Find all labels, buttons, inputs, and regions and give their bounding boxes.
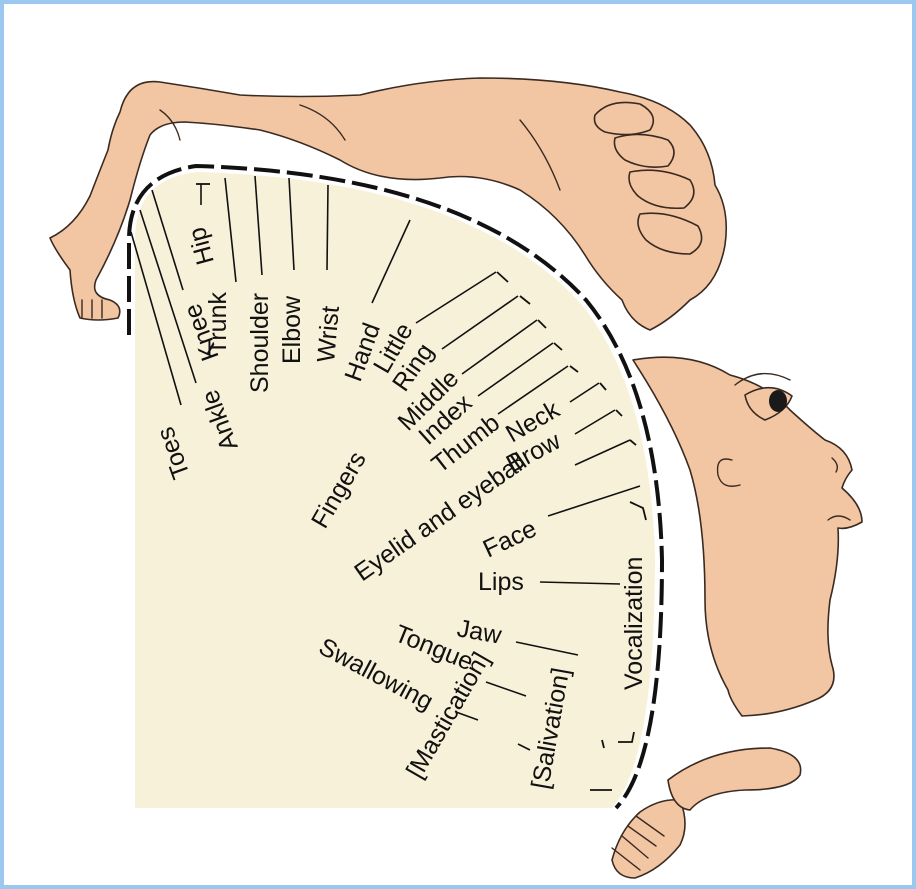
label-lips: Lips xyxy=(478,568,524,596)
label-trunk: Trunk xyxy=(204,292,232,355)
face-figure xyxy=(633,357,862,716)
label-wrist: Wrist xyxy=(312,305,345,364)
label-vocalization: Vocalization xyxy=(620,557,648,690)
throat-shape xyxy=(612,800,685,878)
label-shoulder: Shoulder xyxy=(246,293,274,393)
finger-1 xyxy=(594,102,653,134)
label-elbow: Elbow xyxy=(278,295,306,364)
tongue-shape xyxy=(668,748,801,810)
face-shape xyxy=(633,357,862,716)
cortex-region xyxy=(135,172,655,808)
eyeball xyxy=(769,390,787,412)
